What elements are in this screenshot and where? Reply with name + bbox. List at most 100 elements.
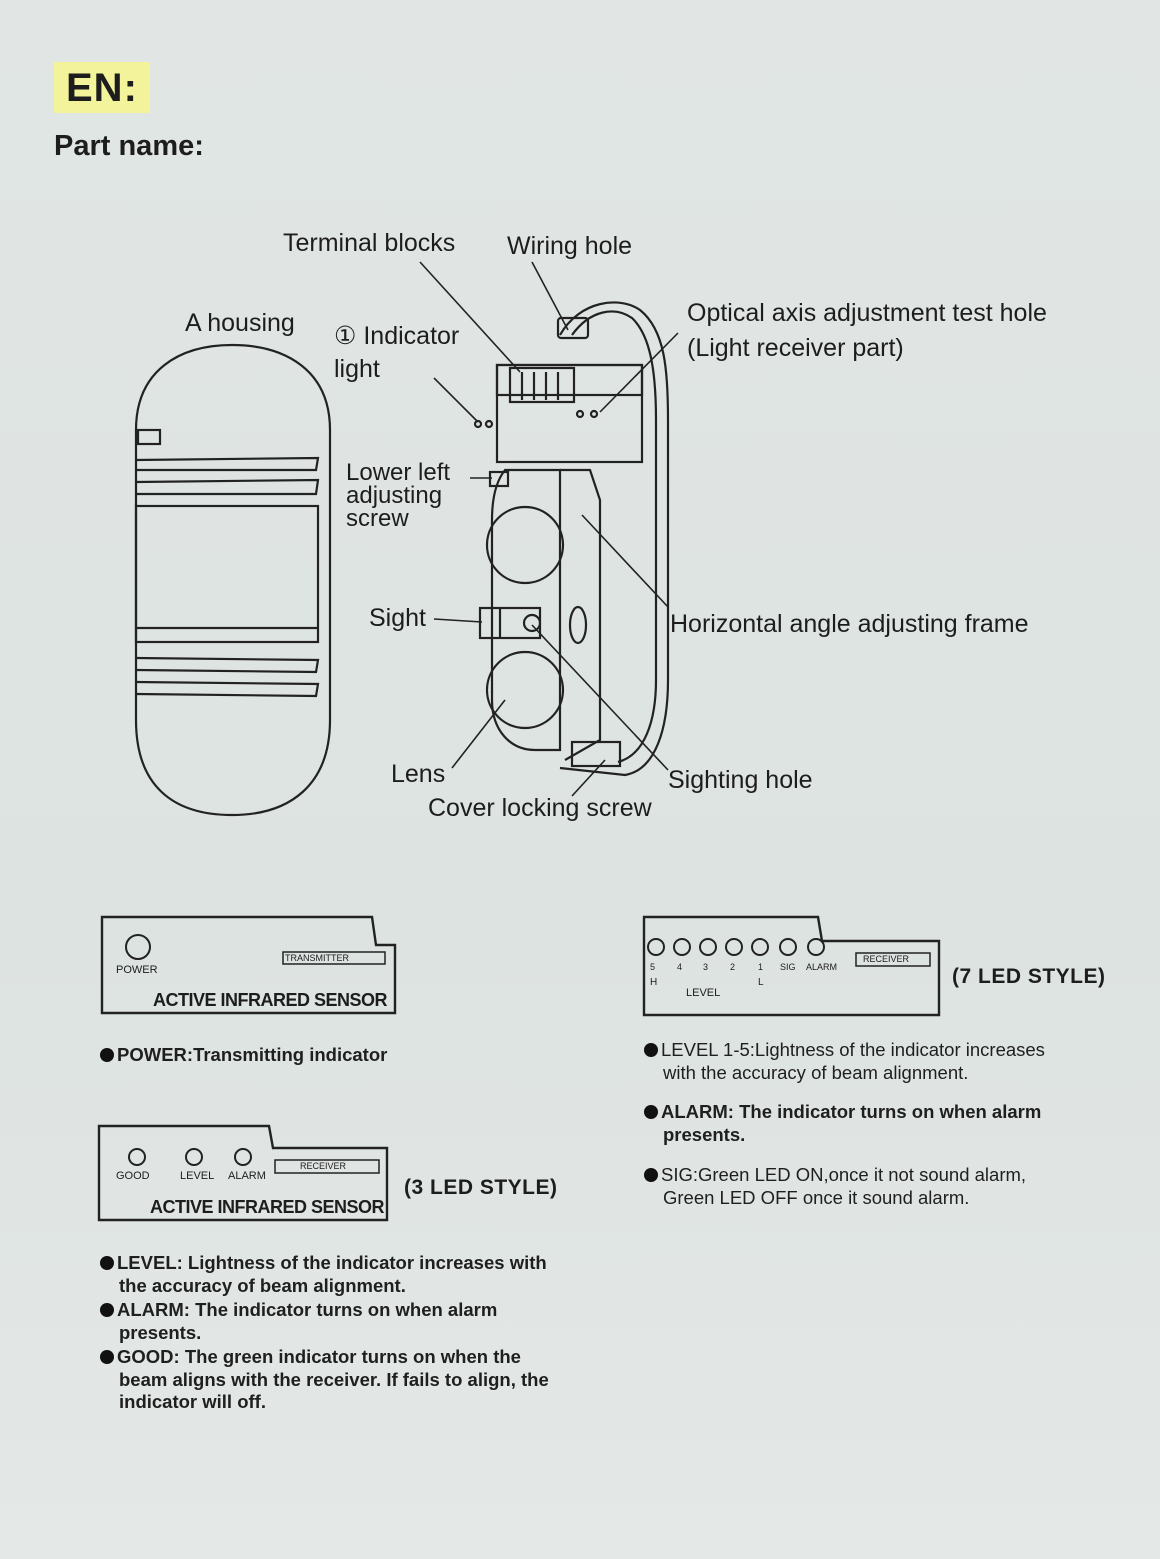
alarm-led-label: ALARM xyxy=(228,1170,266,1182)
label-a-housing: A housing xyxy=(185,309,295,337)
housing-window xyxy=(134,504,320,644)
wiring-hole-shape xyxy=(556,316,590,340)
level-high-label: H xyxy=(650,977,658,988)
receiver-3led-panel xyxy=(97,1124,389,1222)
bullet-icon xyxy=(644,1105,658,1119)
good-note-line3: indicator will off. xyxy=(119,1391,266,1413)
sig-note: SIG:Green LED ON,once it not sound alarm… xyxy=(644,1164,1026,1209)
level-1-5-line1: LEVEL 1-5:Lightness of the indicator inc… xyxy=(661,1039,1045,1060)
label-wiring-hole: Wiring hole xyxy=(507,232,633,260)
alarm-7led-line1: ALARM: The indicator turns on when alarm xyxy=(661,1101,1042,1122)
label-indicator-light: ① Indicator xyxy=(334,322,460,350)
alarm-note-label: ALARM: xyxy=(117,1299,190,1320)
label-optical-axis-2: (Light receiver part) xyxy=(687,334,904,362)
alarm-7led-line2: presents. xyxy=(663,1123,746,1145)
alarm-note-line2: presents. xyxy=(119,1321,202,1343)
led-label-sig: SIG xyxy=(780,962,796,972)
led-label-alarm: ALARM xyxy=(806,962,838,972)
good-led-label: GOOD xyxy=(116,1170,150,1182)
level-1-5-line2: with the accuracy of beam alignment. xyxy=(663,1061,969,1083)
level-label: LEVEL xyxy=(686,987,721,999)
cover-screw-shape xyxy=(570,740,622,768)
label-indicator-light-2: light xyxy=(334,355,380,383)
transmitter-panel xyxy=(100,915,397,1015)
housing-band-2 xyxy=(135,478,320,496)
level-note-line1: Lightness of the indicator increases wit… xyxy=(182,1252,547,1273)
level-led-label: LEVEL xyxy=(180,1170,215,1182)
transmitter-badge: TRANSMITTER xyxy=(285,953,349,963)
power-led-label: POWER xyxy=(116,964,158,976)
level-led-icon xyxy=(185,1148,203,1166)
horizontal-frame xyxy=(560,468,602,761)
bullet-icon xyxy=(100,1048,114,1062)
led-label-1: 1 xyxy=(758,962,764,972)
led-label-2: 2 xyxy=(730,962,736,972)
good-note-line2: beam aligns with the receiver. If fails … xyxy=(119,1368,549,1390)
good-note: GOOD: The green indicator turns on when … xyxy=(100,1346,549,1414)
power-led-icon xyxy=(125,934,151,960)
receiver-7led-badge: RECEIVER xyxy=(863,954,910,964)
style-7led: (7 LED STYLE) xyxy=(952,965,1106,988)
good-note-line1: The green indicator turns on when the xyxy=(179,1346,521,1367)
led-5-icon xyxy=(647,938,665,956)
bullet-icon xyxy=(100,1350,114,1364)
sight-shape xyxy=(478,606,542,640)
level-1-5-note: LEVEL 1-5:Lightness of the indicator inc… xyxy=(644,1039,1045,1084)
label-lens: Lens xyxy=(391,760,446,788)
style-3led: (3 LED STYLE) xyxy=(404,1176,558,1199)
led-2-icon xyxy=(725,938,743,956)
lower-lens xyxy=(485,650,565,730)
label-terminal-blocks: Terminal blocks xyxy=(283,229,456,257)
power-note: POWER:Transmitting indicator xyxy=(100,1044,387,1067)
good-note-label: GOOD: xyxy=(117,1346,180,1367)
a-housing-outline xyxy=(134,343,332,817)
led-label-4: 4 xyxy=(677,962,683,972)
transmitter-title: ACTIVE INFRARED SENSOR xyxy=(153,990,388,1010)
part-diagram xyxy=(134,261,679,817)
led-4-icon xyxy=(673,938,691,956)
terminal-board xyxy=(495,363,644,464)
label-horizontal-frame: Horizontal angle adjusting frame xyxy=(670,610,1029,638)
power-note-text: Transmitting indicator xyxy=(193,1044,388,1065)
alarm-note-line1: The indicator turns on when alarm xyxy=(189,1299,498,1320)
bullet-icon xyxy=(100,1303,114,1317)
level-note-label: LEVEL: xyxy=(117,1252,183,1273)
upper-lens xyxy=(485,505,565,585)
label-lower-left-line3: screw xyxy=(346,504,409,532)
sig-led-icon xyxy=(779,938,797,956)
bullet-icon xyxy=(644,1168,658,1182)
back-case xyxy=(559,301,670,777)
section-title: Part name: xyxy=(54,130,204,162)
sig-line1: SIG:Green LED ON,once it not sound alarm… xyxy=(661,1164,1027,1185)
language-tag: EN: xyxy=(54,62,150,113)
label-sight: Sight xyxy=(369,604,426,632)
good-led-icon xyxy=(128,1148,146,1166)
alarm-led-icon xyxy=(807,938,825,956)
sig-line2: Green LED OFF once it sound alarm. xyxy=(663,1186,970,1208)
alarm-7led-note: ALARM: The indicator turns on when alarm… xyxy=(644,1101,1041,1146)
power-note-label: POWER: xyxy=(117,1044,194,1065)
alarm-note: ALARM: The indicator turns on when alarm… xyxy=(100,1299,497,1344)
housing-band-3 xyxy=(135,656,320,674)
bullet-icon xyxy=(100,1256,114,1270)
label-optical-axis: Optical axis adjustment test hole xyxy=(687,299,1047,327)
led-1-icon xyxy=(751,938,769,956)
level-low-label: L xyxy=(758,977,764,988)
receiver-3led-badge: RECEIVER xyxy=(300,1161,347,1171)
lens-body xyxy=(490,468,562,752)
led-label-5: 5 xyxy=(650,962,656,972)
alarm-led-icon xyxy=(234,1148,252,1166)
housing-notch xyxy=(136,428,162,446)
led-label-3: 3 xyxy=(703,962,709,972)
label-lower-left-line1: Lower left xyxy=(346,459,451,486)
label-lower-left-line2: adjusting xyxy=(346,481,443,509)
bullet-icon xyxy=(644,1043,658,1057)
receiver-7led-panel xyxy=(642,915,941,1017)
label-sighting-hole: Sighting hole xyxy=(668,766,813,794)
housing-band-4 xyxy=(135,680,320,698)
receiver-3led-title: ACTIVE INFRARED SENSOR xyxy=(150,1197,385,1217)
label-cover-locking-screw: Cover locking screw xyxy=(428,794,652,822)
terminal-blocks-shape xyxy=(508,366,576,404)
led-3-icon xyxy=(699,938,717,956)
level-note-line2: the accuracy of beam alignment. xyxy=(119,1274,406,1296)
